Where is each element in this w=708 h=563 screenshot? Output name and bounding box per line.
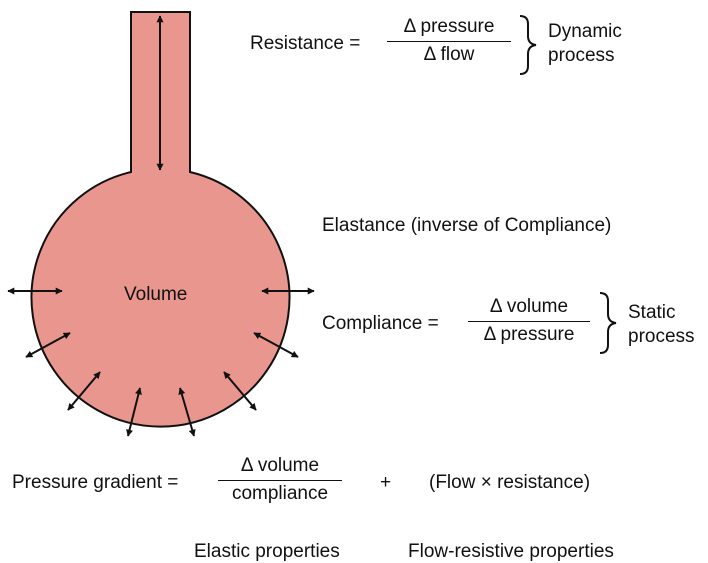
compliance-label: Compliance = xyxy=(322,313,439,334)
compliance-fraction-bar xyxy=(468,321,590,322)
pressure-gradient-fraction: Δ volume compliance xyxy=(218,455,342,505)
flow-resistance-term: (Flow × resistance) xyxy=(429,472,591,493)
resistance-label: Resistance = xyxy=(250,33,361,54)
resistance-denominator: Δ flow xyxy=(423,44,475,65)
wall-arrow-bottom-left xyxy=(67,371,101,411)
dynamic-brace xyxy=(519,15,537,75)
wall-arrow-bottom-center-right xyxy=(178,387,196,437)
balloon-outline xyxy=(30,11,291,428)
plus-sign: + xyxy=(380,472,392,493)
pressure-gradient-label: Pressure gradient = xyxy=(12,472,179,493)
flow-resistive-properties-label: Flow-resistive properties xyxy=(408,541,614,562)
resistance-fraction: Δ pressure Δ flow xyxy=(387,16,511,66)
static-brace xyxy=(599,292,617,354)
wall-arrow-lower-right xyxy=(253,332,299,358)
compliance-denominator: Δ pressure xyxy=(483,324,575,345)
pressure-gradient-denominator: compliance xyxy=(231,483,329,504)
resistance-fraction-bar xyxy=(387,41,511,42)
dynamic-process-line1: Dynamic xyxy=(548,21,622,42)
static-process-line1: Static xyxy=(628,302,676,323)
pressure-gradient-numerator: Δ volume xyxy=(240,455,320,476)
compliance-fraction: Δ volume Δ pressure xyxy=(468,296,590,346)
elastic-properties-label: Elastic properties xyxy=(194,541,340,562)
pressure-gradient-fraction-bar xyxy=(218,480,342,481)
volume-label: Volume xyxy=(124,284,188,305)
elastance-label: Elastance (inverse of Compliance) xyxy=(322,215,612,236)
compliance-numerator: Δ volume xyxy=(489,296,569,317)
wall-arrow-bottom-right xyxy=(223,371,257,411)
wall-arrow-lower-left xyxy=(25,332,71,358)
wall-arrow-bottom-center-left xyxy=(126,387,142,437)
static-process-line2: process xyxy=(628,326,695,347)
dynamic-process-line2: process xyxy=(548,45,615,66)
resistance-numerator: Δ pressure xyxy=(403,16,495,37)
